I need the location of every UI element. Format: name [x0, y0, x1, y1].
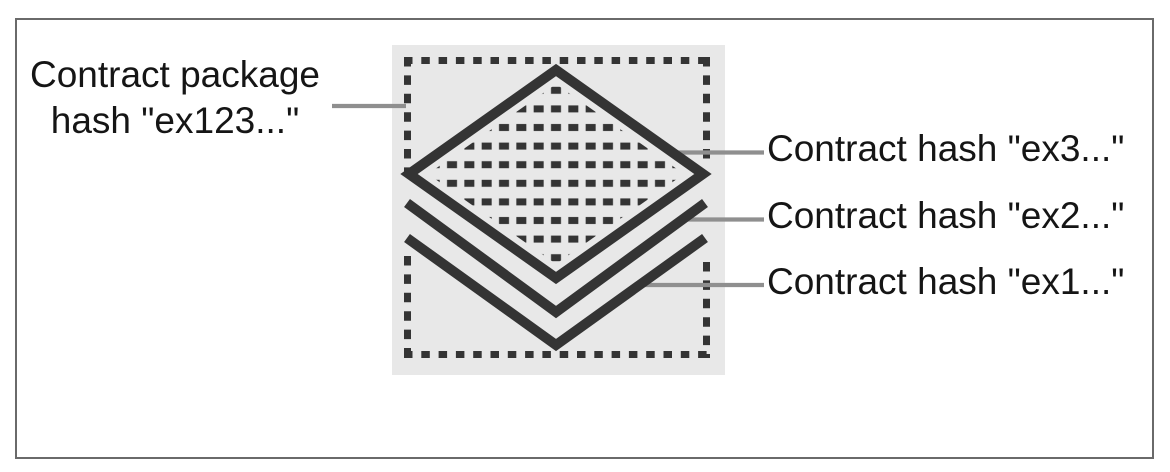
- contract-diamond-ex3: [400, 63, 712, 285]
- contract-layer-ex2: [404, 198, 708, 319]
- package-hash-label-line2: hash "ex123...": [50, 100, 300, 141]
- contract-hash-label-ex1: Contract hash "ex1...": [767, 261, 1125, 302]
- package-dashed-border: [404, 57, 710, 358]
- contract-hash-label-ex3: Contract hash "ex3...": [767, 128, 1125, 169]
- package-hash-label: Contract package hash "ex123...": [25, 52, 325, 144]
- contract-diamond-dot-fill: [428, 84, 684, 264]
- package-hash-label-line1: Contract package: [29, 54, 320, 95]
- leader-lines: [332, 103, 764, 288]
- contract-layer-ex1: [404, 233, 708, 352]
- contract-hash-label-ex2: Contract hash "ex2...": [767, 195, 1125, 236]
- figure-frame: [15, 18, 1154, 459]
